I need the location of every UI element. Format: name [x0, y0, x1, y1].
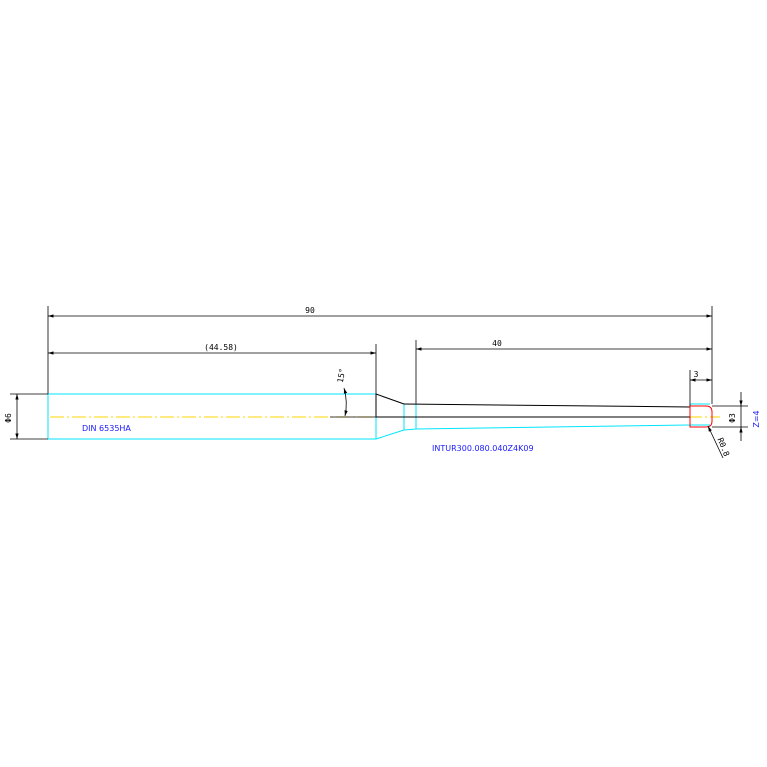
dim-shank-diameter-text: Φ6 [4, 413, 13, 423]
dim-shank-length-text: (44.58) [204, 343, 238, 352]
shank-outline [47, 393, 710, 440]
dim-tip-length-text: 3 [694, 370, 699, 379]
dim-reach-length [415, 340, 712, 404]
cutting-edge [689, 405, 713, 428]
dim-tip-diameter-text: Φ3 [728, 413, 737, 423]
dim-overall-length-text: 90 [305, 306, 315, 315]
dim-reach-length-text: 40 [492, 339, 502, 348]
dim-shank-length [48, 344, 377, 394]
dim-overall-length [47, 306, 713, 404]
dim-shank-diameter [10, 393, 48, 440]
tool-contour [375, 393, 691, 418]
note-tool-code: INTUR300.080.040Z4K09 [432, 444, 534, 453]
dim-tip-length [689, 370, 712, 406]
dim-tip-diameter [712, 392, 748, 441]
note-shank-standard: DIN 6535HA [82, 424, 131, 433]
dim-taper-angle [330, 387, 376, 418]
dim-taper-angle-text: 15° [336, 368, 347, 384]
note-flutes: Z=4 [752, 410, 761, 427]
dim-corner-radius [707, 425, 724, 459]
